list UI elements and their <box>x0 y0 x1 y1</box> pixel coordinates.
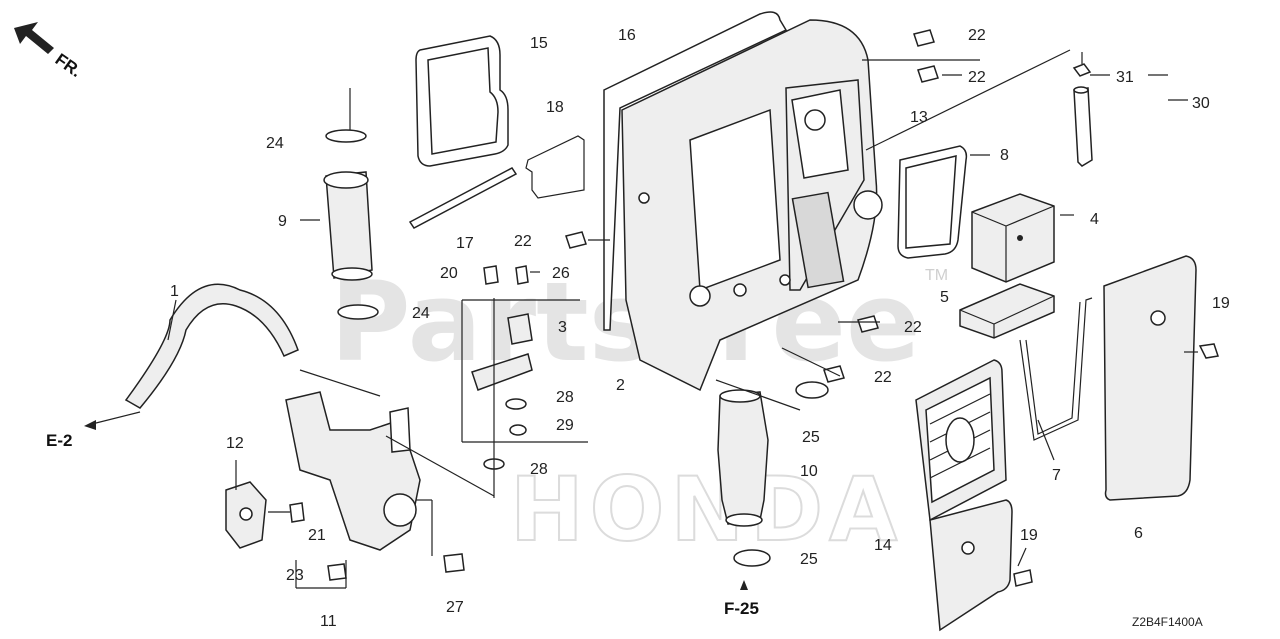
callout-8: 8 <box>1000 147 1009 164</box>
callout-24a: 24 <box>266 135 284 152</box>
front-label: FR. <box>52 50 85 81</box>
part-2-housing <box>603 11 883 392</box>
watermark-tm: TM <box>925 267 948 284</box>
callout-24b: 24 <box>412 305 430 322</box>
callout-28b: 28 <box>530 461 548 478</box>
callout-22e: 22 <box>874 369 892 386</box>
callout-9: 9 <box>278 213 287 230</box>
callout-6: 6 <box>1134 525 1143 542</box>
part-4-filter <box>971 193 1055 283</box>
callout-13: 13 <box>910 109 928 126</box>
callout-15: 15 <box>530 35 548 52</box>
part-7-bracket <box>1019 297 1093 441</box>
part-10-duct <box>717 381 829 567</box>
callout-22c: 22 <box>514 233 532 250</box>
callout-19b: 19 <box>1020 527 1038 544</box>
callout-25b: 25 <box>800 551 818 568</box>
callout-29: 29 <box>556 417 574 434</box>
callout-10: 10 <box>800 463 818 480</box>
reference-f25: F-25 <box>724 599 759 618</box>
part-8-gasket <box>897 145 968 259</box>
part-5-filter <box>959 283 1055 339</box>
callout-5: 5 <box>940 289 949 306</box>
callout-28a: 28 <box>556 389 574 406</box>
part-17-rod <box>408 167 518 229</box>
callout-23: 23 <box>286 567 304 584</box>
callout-18: 18 <box>546 99 564 116</box>
part-27-nut <box>443 553 465 573</box>
part-12-diaphragm <box>225 481 267 549</box>
callout-25a: 25 <box>802 429 820 446</box>
callout-17: 17 <box>456 235 474 252</box>
callout-26: 26 <box>552 265 570 282</box>
callout-20: 20 <box>440 265 458 282</box>
callout-11: 11 <box>320 613 337 630</box>
callout-31: 31 <box>1116 69 1134 86</box>
callouts: 1 2 3 4 5 6 7 8 9 10 11 12 13 14 15 16 1… <box>170 27 1230 630</box>
reference-e2: E-2 <box>46 431 72 450</box>
part-3-bracket <box>471 265 533 470</box>
drawing-code: Z2B4F1400A <box>1132 615 1203 629</box>
leader-lines <box>84 49 1198 590</box>
callout-22a: 22 <box>968 27 986 44</box>
callout-1: 1 <box>170 283 179 300</box>
watermark-honda: HONDA <box>510 458 903 561</box>
bolts <box>565 29 939 383</box>
part-1-hose <box>124 283 299 409</box>
part-15-gasket <box>415 35 509 167</box>
part-9-hose <box>323 129 379 320</box>
callout-30: 30 <box>1192 95 1210 112</box>
callout-19a: 19 <box>1212 295 1230 312</box>
part-14-grille-cover <box>915 359 1033 632</box>
part-30-tube <box>1072 52 1093 167</box>
callout-4: 4 <box>1090 211 1099 228</box>
part-6-side-cover <box>1103 255 1219 501</box>
callout-3: 3 <box>558 319 567 336</box>
part-18-bracket <box>525 135 585 199</box>
callout-16: 16 <box>618 27 636 44</box>
callout-2: 2 <box>616 377 625 394</box>
callout-21: 21 <box>308 527 326 544</box>
front-arrow-icon <box>14 22 54 54</box>
callout-22b: 22 <box>968 69 986 86</box>
callout-22d: 22 <box>904 319 922 336</box>
callout-7: 7 <box>1052 467 1061 484</box>
part-11-assembly <box>285 391 421 581</box>
callout-27: 27 <box>446 599 464 616</box>
callout-12: 12 <box>226 435 244 452</box>
callout-14: 14 <box>874 537 892 554</box>
